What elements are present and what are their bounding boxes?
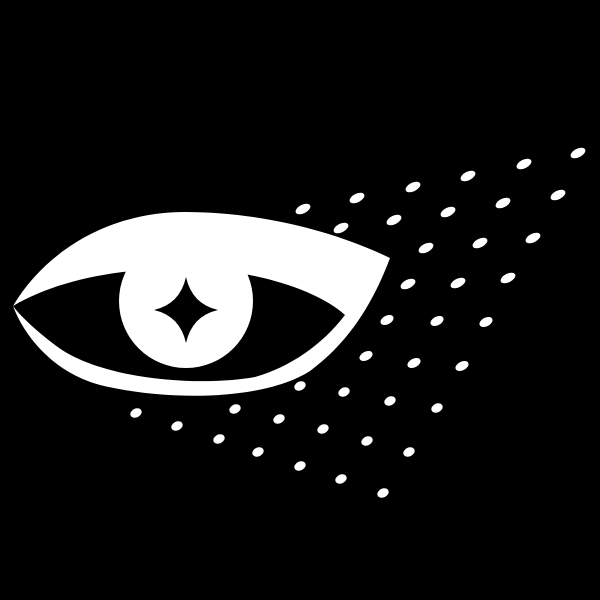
halftone-dot [550,189,566,201]
halftone-dot [384,396,396,406]
halftone-dots-lower-fan [130,381,443,498]
halftone-dot [338,387,350,397]
halftone-dot [400,278,416,290]
halftone-dot [495,197,511,209]
halftone-dot [295,203,311,215]
halftone-dot [294,381,306,391]
halftone-dot [407,358,421,368]
halftone-dot [171,421,183,431]
halftone-dot [252,447,264,457]
halftone-dot [479,317,493,327]
halftone-dot [430,316,444,326]
halftone-dot [294,461,306,471]
halftone-dot [440,206,456,218]
eyelid-outline [13,212,390,396]
halftone-dot [213,434,225,444]
halftone-dot [431,403,443,413]
halftone-dot [317,424,329,434]
halftone-dot [335,474,347,484]
halftone-dot [570,147,586,159]
halftone-dot [405,181,421,193]
halftone-dot [472,237,488,249]
halftone-dot [361,436,373,446]
halftone-dot [273,414,285,424]
halftone-dot [359,351,373,361]
halftone-dot [460,170,476,182]
halftone-dot [349,192,365,204]
halftone-dot [450,277,466,289]
halftone-dot [455,361,469,371]
halftone-dot [500,272,516,284]
halftone-dot [516,158,532,170]
halftone-dot [386,214,402,226]
halftone-dot [380,315,394,325]
halftone-dot [525,232,541,244]
halftone-dot [403,447,415,457]
halftone-dot [377,488,389,498]
halftone-dot [418,242,434,254]
halftone-dot [130,408,142,418]
halftone-dots-mid-fan [359,315,493,371]
star-sparkle-icon [154,277,218,343]
halftone-dot [229,404,241,414]
halftone-dots-upper-fan [295,147,586,290]
halftone-dot [333,222,349,234]
